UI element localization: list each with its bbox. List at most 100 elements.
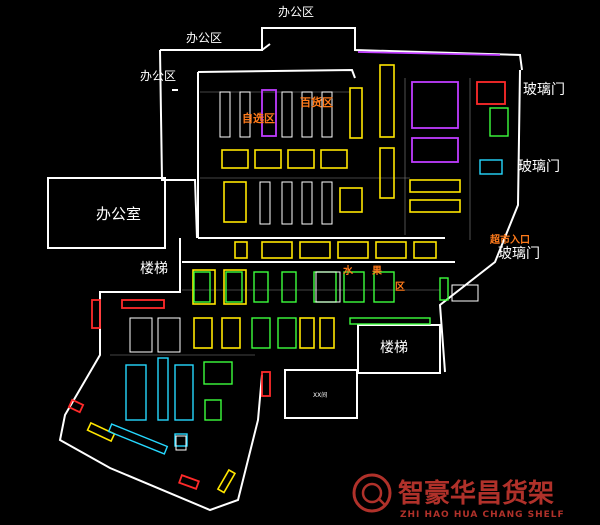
shelf-mid-2 (339, 187, 363, 213)
cyan-shelves (107, 159, 503, 455)
shelf-lower-2 (221, 317, 241, 349)
office-room-box (47, 177, 166, 249)
rack-1 (219, 91, 231, 138)
rack-11 (157, 317, 181, 353)
label-entrance: 超市入口 (489, 233, 530, 246)
shelf-right-1 (409, 179, 461, 193)
label-office-top: 办公区 (278, 4, 314, 19)
door-mark-1 (261, 43, 271, 51)
label-xx-room: XX间 (313, 391, 327, 399)
green-shelf-9 (204, 399, 222, 421)
watermark-pinyin: ZHI HAO HUA CHANG SHELF (400, 510, 565, 520)
green-shelf-6 (343, 271, 365, 303)
shelf-row-6 (413, 241, 437, 259)
stairs-right-box (357, 324, 441, 374)
cyan-shelf-4 (479, 159, 503, 175)
walls (47, 27, 523, 512)
label-office-left: 办公区 (140, 68, 176, 83)
green-shelf-12 (489, 107, 509, 137)
cyan-shelf-6 (174, 433, 188, 447)
wall-left-upper (159, 49, 198, 239)
shelf-long-1 (379, 64, 395, 138)
watermark-logo-outer (352, 473, 392, 513)
green-shelf-5 (313, 271, 337, 303)
cyan-shelf-3 (174, 364, 194, 421)
shelf-long-3 (349, 87, 363, 139)
shelf-long-2 (379, 147, 395, 199)
yellow-shelves (86, 64, 461, 494)
shelf-diag-1 (86, 421, 116, 443)
watermark-logo-inner (361, 482, 383, 504)
cyan-shelf-2 (157, 357, 169, 421)
shelf-row-4 (337, 241, 369, 259)
red-shelves (67, 81, 506, 490)
red-shelf-1 (476, 81, 506, 105)
watermark-brand: 智豪华昌货架 (398, 478, 554, 509)
label-office-room: 办公室 (96, 205, 141, 223)
rack-4 (301, 91, 313, 138)
label-glass-door-3: 玻璃门 (498, 245, 540, 262)
shelf-lower-3 (299, 317, 315, 349)
green-shelf-7 (373, 271, 395, 303)
shelf-lower-6 (223, 269, 247, 305)
xx-room-box (284, 369, 358, 419)
green-shelf-11 (277, 317, 297, 349)
watermark: 智豪华昌货架 ZHI HAO HUA CHANG SHELF (352, 473, 565, 520)
label-zone-fruit-3: 区 (395, 281, 405, 293)
green-shelf-10 (251, 317, 271, 349)
shelf-right-2 (409, 199, 461, 213)
label-zone-fruit-2: 果 (371, 265, 383, 277)
label-zone-a: 自选区 (242, 111, 275, 125)
cyan-shelf-5 (107, 423, 169, 455)
label-stairs-left: 楼梯 (140, 261, 168, 277)
watermark-logo-tail (377, 497, 387, 507)
purple-line-top (357, 51, 501, 56)
shelf-lower-4 (319, 317, 335, 349)
green-shelf-13 (349, 317, 431, 325)
shelf-row-3 (299, 241, 331, 259)
rack-9 (321, 181, 333, 225)
shelf-row-1 (234, 241, 248, 259)
wall-inner-top (197, 68, 356, 79)
green-shelf-14 (439, 277, 449, 301)
rack-7 (281, 181, 293, 225)
purple-shelf-1 (411, 81, 459, 129)
label-glass-door-1: 玻璃门 (523, 81, 565, 98)
red-shelf-5 (121, 299, 165, 309)
shelf-diag-2 (216, 468, 237, 494)
red-shelf-3 (178, 474, 200, 490)
shelf-block-a1 (221, 149, 249, 169)
labels: 办公区 办公区 办公区 办公室 楼梯 楼梯 玻璃门 玻璃门 玻璃门 自选区 百货… (96, 4, 565, 399)
rack-8 (301, 181, 313, 225)
rack-10 (129, 317, 153, 353)
rack-6 (259, 181, 271, 225)
label-zone-b: 百货区 (300, 95, 333, 109)
rack-5 (321, 91, 333, 138)
shelf-block-a4 (320, 149, 348, 169)
purple-shelf-3 (261, 89, 277, 137)
rack-13 (451, 284, 479, 302)
rack-3 (281, 91, 293, 138)
shelf-block-a3 (287, 149, 315, 169)
green-shelf-2 (225, 271, 243, 303)
red-shelf-6 (261, 371, 271, 397)
green-shelf-1 (193, 271, 211, 303)
rack-12 (315, 271, 341, 303)
shelf-lower-5 (192, 269, 216, 305)
purple-shelf-2 (411, 137, 459, 163)
green-shelf-4 (281, 271, 297, 303)
purple-shelves (261, 51, 501, 163)
green-shelf-8 (203, 361, 233, 385)
shelf-block-a2 (254, 149, 282, 169)
red-shelf-2 (67, 398, 85, 414)
shelf-row-2 (261, 241, 293, 259)
label-zone-fruit-1: 水 (342, 264, 354, 277)
label-stairs-right: 楼梯 (380, 340, 408, 356)
green-shelves (193, 107, 509, 421)
shelf-lower-1 (193, 317, 213, 349)
red-shelf-4 (91, 299, 101, 329)
wall-right (438, 69, 521, 373)
shelf-row-5 (375, 241, 407, 259)
white-racks (129, 91, 479, 451)
